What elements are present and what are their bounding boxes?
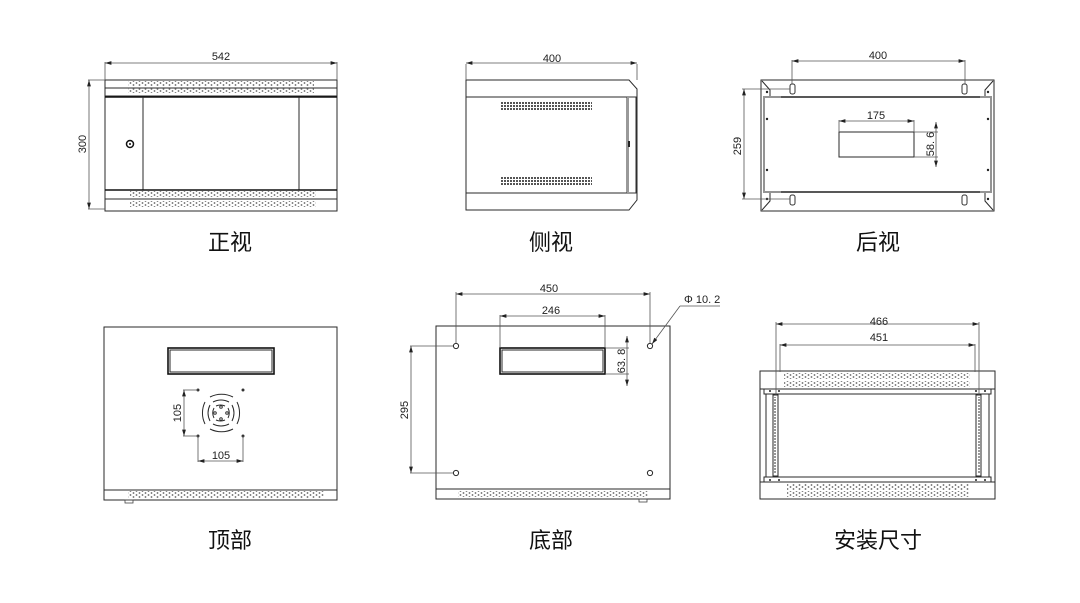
side-lower-vent [500,176,592,186]
side-outline [465,79,638,211]
front-height-label: 300 [77,135,89,153]
mounting-top-vent [784,381,970,387]
right-rack-rail [975,394,982,477]
side-view: 400 [465,53,638,211]
bottom-cutout-width-label: 246 [542,305,560,317]
bottom-vent [458,491,648,497]
front-top-vent [128,81,314,86]
left-rack-rail [772,394,779,477]
caption-side: 侧视 [529,231,573,256]
top-fan-vertical-label: 105 [172,404,184,422]
rear-hole-spacing-label: 400 [869,50,887,62]
caption-bottom: 底部 [529,529,573,554]
mounting-bottom-vent [787,491,969,497]
side-upper-vent [500,101,592,111]
outer-width-label: 466 [870,316,888,328]
mount-hole [646,469,654,477]
mounting-view: 466 451 [759,316,996,500]
mounting-outline [759,370,996,500]
top-cable-cutout [167,347,275,375]
hole-diameter-label: Φ 10. 2 [684,294,720,306]
bottom-cutout-height-label: 63. 8 [616,349,628,373]
rear-mount-slot [789,83,796,95]
bottom-cable-cutout [499,347,606,375]
top-view: 105 105 [103,326,338,504]
inner-width-label: 451 [870,332,888,344]
top-outline [103,326,338,501]
caption-rear: 后视 [856,231,900,256]
bottom-view: 450 246 63. 8 295 Φ 10. 2 [399,283,720,503]
caption-top: 顶部 [208,529,252,554]
front-width-label: 542 [212,51,230,63]
rear-view: 400 259 175 58. 6 [732,50,995,212]
front-outline [104,79,338,212]
side-depth-label: 400 [543,53,561,65]
mount-hole [646,342,654,350]
front-bottom-vent [130,201,316,207]
rear-cable-cutout [838,131,915,158]
bottom-hole-spacing-label: 450 [540,283,558,295]
rear-cutout-height-label: 58. 6 [925,132,937,156]
rear-outline [760,79,995,212]
bottom-outline [435,325,671,500]
rear-cutout-width-label: 175 [867,110,885,122]
lock-icon [125,139,135,149]
top-fan-horizontal-label: 105 [212,450,230,462]
mount-hole [452,342,460,350]
mount-hole [452,469,460,477]
front-view: 542 300 [77,51,338,212]
caption-mounting: 安装尺寸 [834,529,922,554]
caption-front: 正视 [208,231,252,256]
bottom-hole-vertical-label: 295 [399,401,411,419]
rear-height-label: 259 [732,137,744,155]
fan-grille-icon [196,388,245,438]
top-vent [128,491,324,498]
